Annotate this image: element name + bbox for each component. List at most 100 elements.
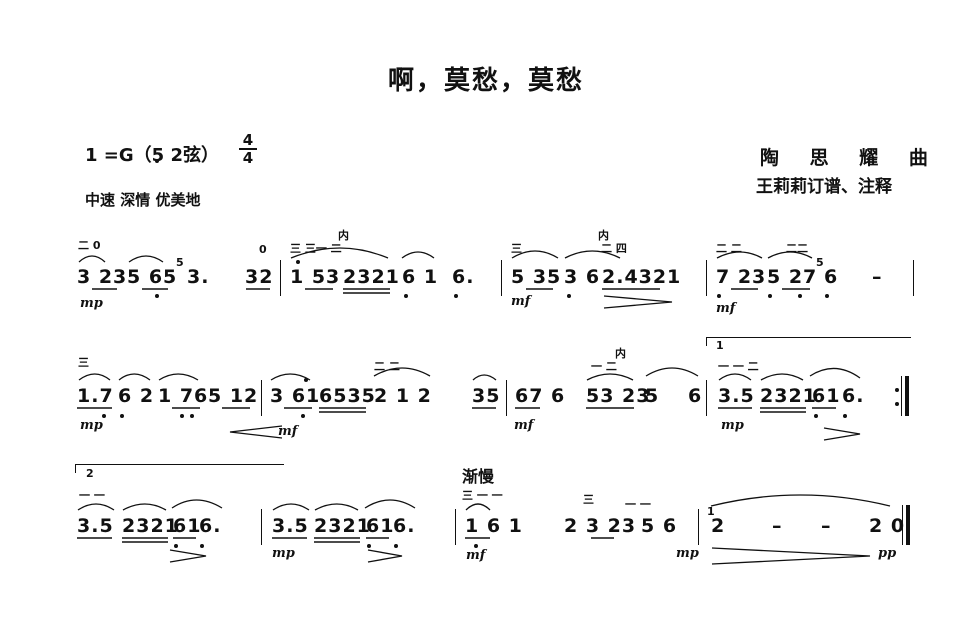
note-group: 3 6 [564, 266, 601, 288]
octave-dot [404, 294, 408, 298]
note-group: – [872, 266, 883, 288]
slur [465, 503, 491, 511]
note-group: 67 6 [515, 385, 566, 407]
octave-dot [155, 159, 159, 163]
note-group: 6. [452, 266, 475, 288]
slur [78, 373, 111, 381]
dynamic-mark: mp [272, 546, 295, 561]
slur [77, 503, 115, 511]
note-group: – [821, 515, 832, 537]
octave-dot [102, 414, 106, 418]
note-group: 5 [645, 385, 660, 407]
barline [261, 380, 262, 416]
slur [270, 373, 311, 381]
barline [280, 260, 281, 296]
note-group: 2321 [343, 266, 400, 288]
slur [767, 251, 813, 259]
octave-dot [717, 294, 721, 298]
key-signature: 1 =G（5 2弦） [85, 145, 219, 166]
slur [645, 367, 699, 377]
note-group: 5 65 [127, 266, 178, 288]
octave-dot [155, 294, 159, 298]
dynamic-mark: mp [80, 418, 103, 433]
dynamic-mark: pp [878, 546, 897, 561]
barline [901, 376, 902, 416]
note-group: 5 6 [641, 515, 678, 537]
technique-mark: 内 [598, 229, 609, 242]
time-signature-bar [239, 148, 257, 150]
octave-dot [180, 414, 184, 418]
slur [809, 367, 861, 379]
finger-mark: 三 [78, 356, 89, 369]
dynamic-mark: mp [721, 418, 744, 433]
finger-mark: 二 二 [374, 360, 400, 373]
slur [314, 503, 359, 511]
slur [364, 499, 416, 509]
note-group: 6. [393, 515, 416, 537]
hairpin [603, 295, 673, 309]
note-group: 1.7 [77, 385, 114, 407]
final-barline [905, 376, 909, 416]
slur [373, 367, 431, 377]
note-group: 61 [173, 515, 202, 537]
note-group: 1 76 [158, 385, 209, 407]
note-group: 3.5 [77, 515, 114, 537]
note-group: 1 [667, 266, 682, 288]
note-group: 6. [199, 515, 222, 537]
note-group: 3.5 [272, 515, 309, 537]
note-group: 61 [366, 515, 395, 537]
page-title: 啊，莫愁，莫愁 [387, 66, 584, 96]
octave-dot [190, 414, 194, 418]
note-group: 35 [472, 385, 501, 407]
octave-dot [814, 414, 818, 418]
slur [78, 255, 106, 263]
octave-dot [301, 414, 305, 418]
note-group: 2 [711, 515, 726, 537]
dynamic-mark: mp [80, 296, 103, 311]
volta-bracket-1 [706, 337, 911, 346]
note-group: 6 1 [402, 266, 439, 288]
dynamic-mark: mf [511, 294, 531, 309]
barline [698, 509, 699, 545]
note-group: 6535 [319, 385, 376, 407]
note-group: 2 1 2 [374, 385, 432, 407]
octave-dot [367, 544, 371, 548]
grace-note: 1 [707, 505, 715, 518]
slur [171, 499, 223, 509]
octave-dot [174, 544, 178, 548]
slur [401, 251, 435, 259]
finger-mark: 三 [583, 493, 594, 506]
slur [718, 373, 752, 381]
barline [455, 509, 456, 545]
composer: 陶 思 耀 曲 [760, 147, 940, 169]
note-group: 3.5 [718, 385, 755, 407]
octave-dot [304, 378, 308, 382]
note-group: 7 23 [716, 266, 767, 288]
barline [501, 260, 502, 296]
dynamic-mark: mf [278, 424, 298, 439]
octave-dot [394, 544, 398, 548]
slur [716, 251, 763, 259]
finger-mark: 三 [511, 242, 522, 255]
volta-bracket-2 [75, 464, 284, 473]
slur [272, 503, 310, 511]
note-group: 2321 [122, 515, 179, 537]
finger-mark: 0 [259, 243, 267, 256]
note-group: 2 3 23 [564, 515, 637, 537]
slur [290, 247, 389, 259]
octave-dot [768, 294, 772, 298]
octave-dot [296, 260, 300, 264]
slur [710, 494, 891, 507]
slur [122, 503, 167, 511]
octave-dot [474, 544, 478, 548]
tempo-change: 渐慢 [462, 467, 495, 486]
note-group: 53 23 [586, 385, 651, 407]
finger-mark: 一 二 [591, 360, 617, 373]
barline [902, 505, 903, 545]
hairpin [711, 547, 871, 565]
note-group: 6 [688, 385, 703, 407]
note-group: 6 [824, 266, 839, 288]
note-group: 5 35 [511, 266, 562, 288]
dynamic-mark: mp [676, 546, 699, 561]
